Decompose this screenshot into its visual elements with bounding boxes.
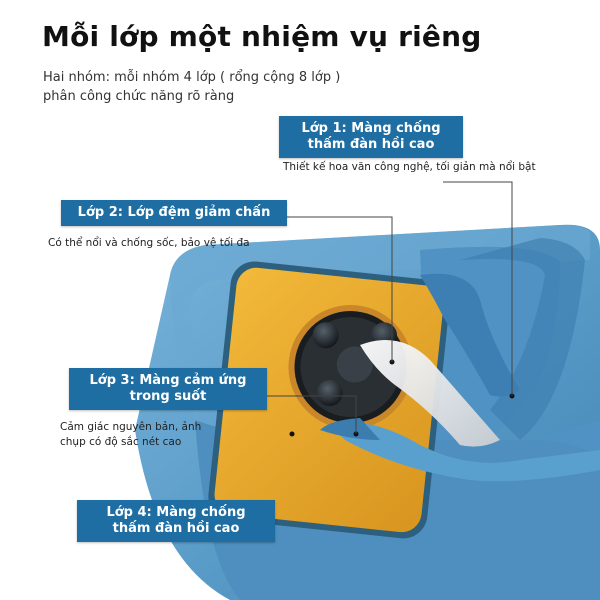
- layer-3-desc-line-2: chụp có độ sắc nét cao: [60, 436, 182, 448]
- layer-3-label: Lớp 3: Màng cảm ứng trong suốt: [69, 368, 267, 410]
- page-title: Mỗi lớp một nhiệm vụ riêng: [42, 20, 482, 53]
- layer-3-desc-line-1: Cảm giác nguyên bản, ảnh: [60, 421, 202, 433]
- layer-3-label-line-1: Lớp 3: Màng cảm ứng: [89, 373, 247, 388]
- layer-2-description: Có thể nổi và chống sốc, bảo vệ tối đa: [48, 236, 250, 251]
- layer-3-description: Cảm giác nguyên bản, ảnh chụp có độ sắc …: [60, 420, 201, 450]
- layer-1-label: Lớp 1: Màng chống thấm đàn hồi cao: [279, 116, 463, 158]
- page-subtitle: Hai nhóm: mỗi nhóm 4 lớp ( rổng cộng 8 l…: [43, 68, 340, 106]
- layer-2-label-line-1: Lớp 2: Lớp đệm giảm chấn: [77, 205, 271, 220]
- layer-4-label-line-2: thấm đàn hồi cao: [112, 521, 240, 536]
- subtitle-line-1: Hai nhóm: mỗi nhóm 4 lớp ( rổng cộng 8 l…: [43, 70, 341, 85]
- camera-lens-2: [312, 322, 339, 349]
- subtitle-line-2: phân công chức năng rõ ràng: [43, 89, 235, 104]
- layer-4-label-line-1: Lớp 4: Màng chống: [106, 505, 246, 520]
- layer-1-label-line-2: thấm đàn hồi cao: [307, 137, 435, 152]
- layer-blue-bottom: [330, 422, 600, 482]
- camera-lens-3: [316, 379, 343, 406]
- layer-3-label-line-2: trong suốt: [129, 389, 207, 404]
- layer-1-label-line-1: Lớp 1: Màng chống: [301, 121, 441, 136]
- layer-2-label: Lớp 2: Lớp đệm giảm chấn: [61, 200, 287, 226]
- layer-white-film: [360, 340, 500, 447]
- layer-1-desc-line-1: Thiết kế hoa văn công nghệ, tối giản mà …: [283, 161, 536, 173]
- layer-2-desc-line-1: Có thể nổi và chống sốc, bảo vệ tối đa: [48, 237, 250, 249]
- layer-1-description: Thiết kế hoa văn công nghệ, tối giản mà …: [283, 160, 536, 175]
- layer-4-label: Lớp 4: Màng chống thấm đàn hồi cao: [77, 500, 275, 542]
- layer-cushion: [420, 273, 520, 397]
- phone: [208, 261, 450, 539]
